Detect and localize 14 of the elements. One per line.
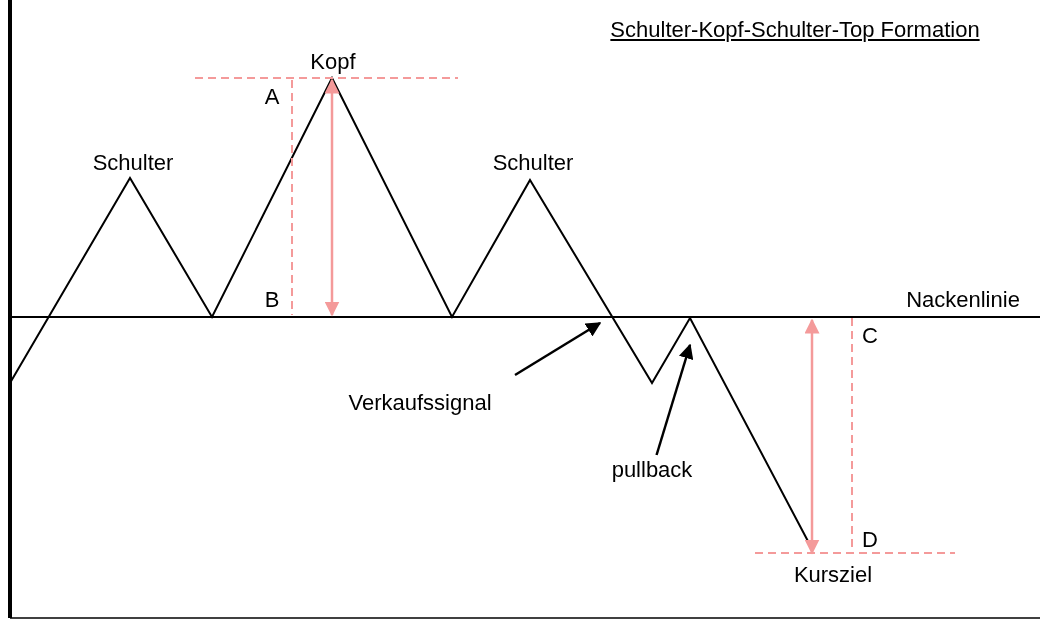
- point-label: D: [862, 529, 878, 551]
- peak-label: Kopf: [310, 51, 356, 73]
- point-label: C: [862, 325, 878, 347]
- point-label: B: [264, 289, 280, 311]
- annotation-text: Verkaufssignal: [348, 392, 492, 414]
- annotation-text: pullback: [611, 459, 693, 481]
- neckline-label: Nackenlinie: [906, 289, 1020, 311]
- arrow: [655, 343, 694, 456]
- chart-title: Schulter-Kopf-Schulter-Top Formation: [610, 19, 980, 41]
- peak-label: Schulter: [492, 152, 574, 174]
- target-label: Kursziel: [793, 564, 873, 586]
- peak-label: Schulter: [92, 152, 174, 174]
- arrow: [514, 321, 602, 377]
- point-label: A: [264, 86, 280, 108]
